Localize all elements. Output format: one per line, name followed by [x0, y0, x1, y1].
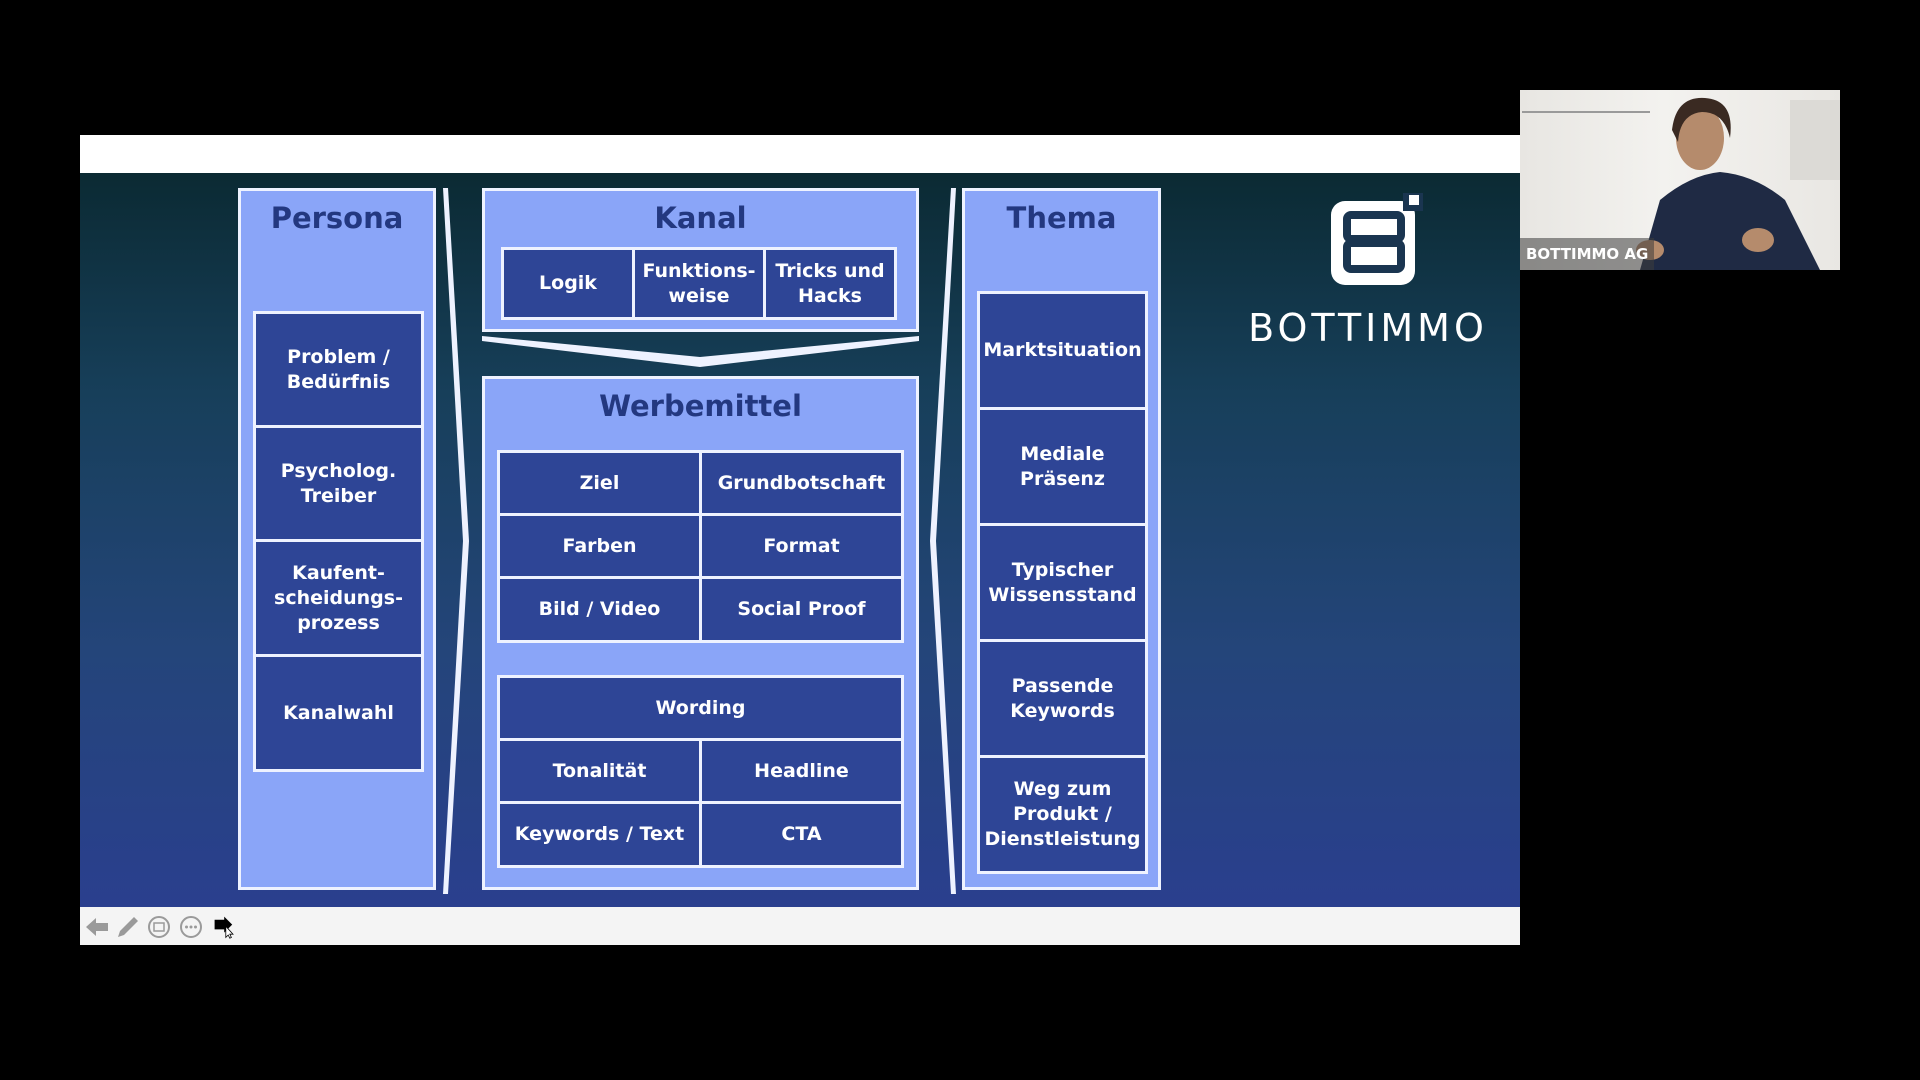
kanal-item: Funktions- weise	[632, 247, 766, 320]
kanal-item: Tricks und Hacks	[763, 247, 897, 320]
kanal-item: Logik	[501, 247, 635, 320]
werbemittel-panel: Werbemittel Ziel Grundbotschaft Farben F…	[482, 376, 919, 890]
pen-icon[interactable]	[114, 915, 140, 939]
back-arrow-icon[interactable]	[84, 915, 110, 939]
separator-chevron-down	[482, 336, 919, 367]
more-options-icon[interactable]	[179, 915, 203, 939]
bottimmo-wordmark: BOTTIMMO	[1248, 306, 1488, 350]
thema-title: Thema	[1006, 201, 1117, 235]
persona-panel: Persona Problem / Bedürfnis Psycholog. T…	[238, 188, 436, 890]
werbemittel-item: Ziel	[497, 450, 702, 516]
werbemittel-item: Social Proof	[699, 576, 904, 643]
kanal-title: Kanal	[654, 201, 747, 235]
werbemittel-item: Farben	[497, 513, 702, 579]
thema-panel: Thema Marktsituation Mediale Präsenz Typ…	[962, 188, 1161, 890]
separator-chevron-right	[930, 188, 956, 894]
pointer-icon[interactable]	[210, 915, 240, 939]
thema-item: Passende Keywords	[977, 639, 1148, 758]
persona-item: Psycholog. Treiber	[253, 425, 424, 542]
participant-video-feed	[1522, 97, 1840, 270]
slide-control-bar	[80, 907, 1520, 945]
persona-item: Kaufent- scheidungs- prozess	[253, 539, 424, 657]
wording-header: Wording	[497, 675, 904, 741]
thema-item: Typischer Wissensstand	[977, 523, 1148, 642]
participant-video-tile[interactable]: BOTTIMMO AG	[1520, 90, 1840, 270]
thema-item: Weg zum Produkt / Dienstleistung	[977, 755, 1148, 874]
presentation-slide: Persona Problem / Bedürfnis Psycholog. T…	[80, 173, 1520, 907]
thema-item: Mediale Präsenz	[977, 407, 1148, 526]
werbemittel-item: Bild / Video	[497, 576, 702, 643]
bottimmo-logo-icon	[1331, 193, 1423, 285]
werbemittel-item: Grundbotschaft	[699, 450, 904, 516]
thema-item: Marktsituation	[977, 291, 1148, 410]
wording-item: Tonalität	[497, 738, 702, 804]
persona-item: Kanalwahl	[253, 654, 424, 772]
kanal-panel: Kanal Logik Funktions- weise Tricks und …	[482, 188, 919, 332]
wording-item: CTA	[699, 801, 904, 868]
persona-item: Problem / Bedürfnis	[253, 311, 424, 428]
separator-chevron-left	[443, 188, 469, 894]
slides-grid-icon[interactable]	[147, 915, 171, 939]
slide-top-bar	[80, 135, 1520, 173]
persona-title: Persona	[270, 201, 404, 235]
participant-name-label: BOTTIMMO AG	[1520, 238, 1655, 270]
wording-item: Headline	[699, 738, 904, 804]
wording-item: Keywords / Text	[497, 801, 702, 868]
werbemittel-item: Format	[699, 513, 904, 579]
werbemittel-title: Werbemittel	[599, 389, 802, 423]
